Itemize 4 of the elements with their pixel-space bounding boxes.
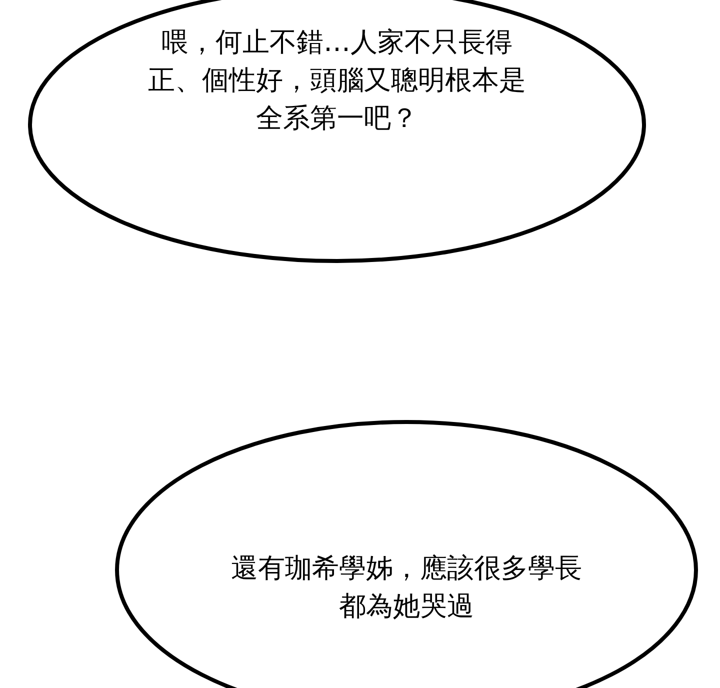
speech-bubble	[28, 0, 646, 263]
speech-bubble	[115, 420, 698, 688]
dialogue-text: 喂，何止不錯…人家不只長得正、個性好，頭腦又聰明根本是全系第一吧？	[147, 26, 527, 136]
dialogue-text: 還有珈希學姊，應該很多學長都為她哭過	[230, 552, 583, 624]
